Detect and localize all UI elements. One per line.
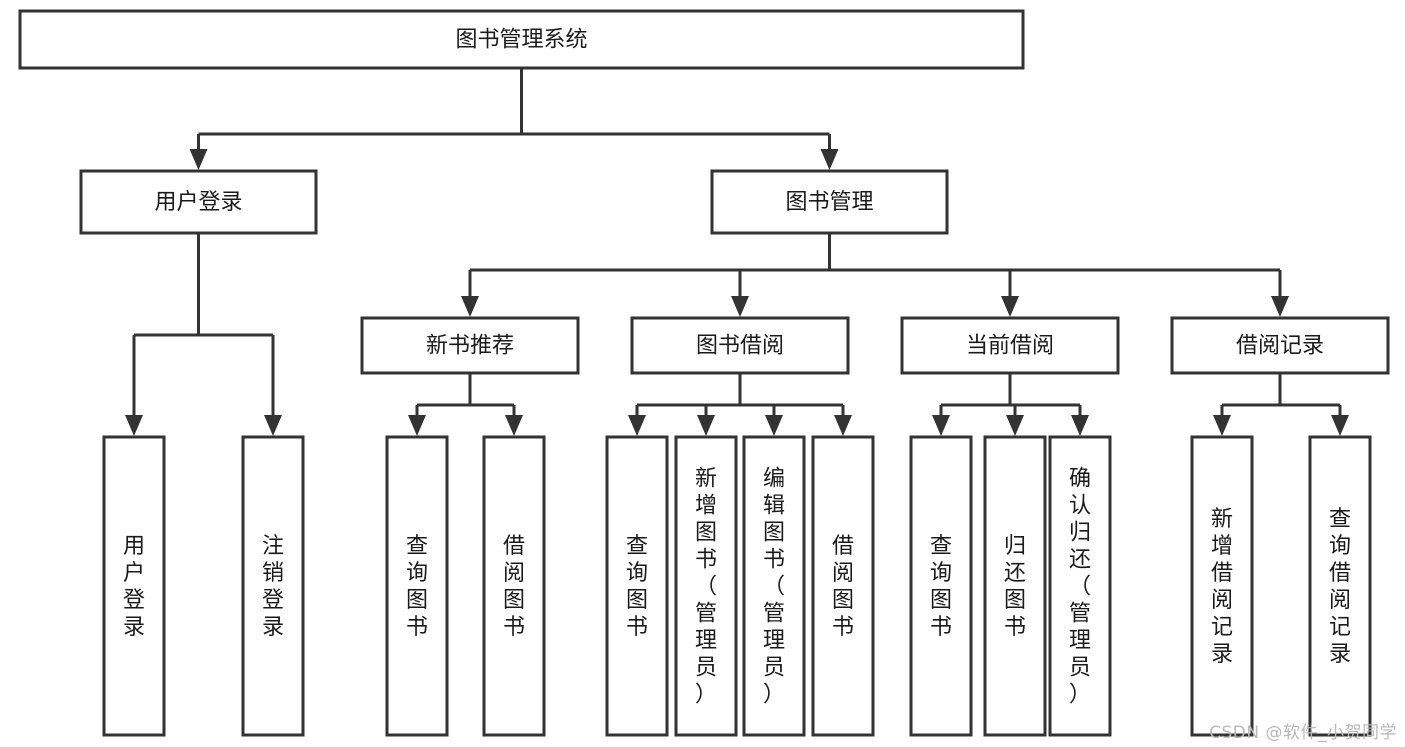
node-box bbox=[385, 435, 449, 737]
node-leaf-query-book-2[interactable]: 查询图书 bbox=[605, 435, 669, 737]
node-box bbox=[102, 435, 166, 737]
node-box bbox=[1190, 435, 1254, 737]
node-box bbox=[79, 169, 318, 235]
arrowhead-icon bbox=[461, 296, 479, 317]
arrowhead-icon bbox=[731, 296, 749, 317]
node-box bbox=[909, 435, 973, 737]
arrowhead-icon bbox=[834, 415, 852, 436]
node-box bbox=[482, 435, 546, 737]
node-label: 查询图书 bbox=[406, 534, 428, 640]
arrowhead-icon bbox=[1331, 415, 1349, 436]
node-label: 注销登录 bbox=[262, 534, 284, 640]
edges-layer bbox=[125, 68, 1349, 436]
arrowhead-icon bbox=[697, 415, 715, 436]
node-box bbox=[811, 435, 875, 737]
node-current[interactable]: 当前借阅 bbox=[900, 316, 1120, 375]
node-root[interactable]: 图书管理系统 bbox=[18, 9, 1025, 70]
node-label: 编辑图书（管理员） bbox=[763, 467, 785, 708]
node-leaf-user-logout[interactable]: 注销登录 bbox=[241, 435, 305, 737]
watermark-text: CSDN @软件_小贺同学 bbox=[1209, 723, 1397, 743]
nodes-layer: 图书管理系统用户登录图书管理新书推荐图书借阅当前借阅借阅记录用户登录注销登录查询… bbox=[18, 9, 1390, 737]
node-leaf-query-record[interactable]: 查询借阅记录 bbox=[1308, 435, 1372, 737]
node-label: 用户登录 bbox=[123, 534, 145, 640]
node-box bbox=[605, 435, 669, 737]
arrowhead-icon bbox=[765, 415, 783, 436]
node-box bbox=[360, 316, 580, 375]
arrowhead-icon bbox=[628, 415, 646, 436]
node-label: 当前借阅 bbox=[966, 334, 1054, 359]
arrowhead-icon bbox=[1071, 415, 1089, 436]
arrowhead-icon bbox=[408, 415, 426, 436]
node-box bbox=[1308, 435, 1372, 737]
arrowhead-icon bbox=[932, 415, 950, 436]
node-leaf-add-book[interactable]: 新增图书（管理员） bbox=[674, 435, 738, 737]
node-leaf-return-book[interactable]: 归还图书 bbox=[983, 435, 1047, 737]
node-label: 用户登录 bbox=[154, 190, 242, 215]
node-box bbox=[900, 316, 1120, 375]
arrowhead-icon bbox=[189, 149, 208, 170]
node-leaf-add-record[interactable]: 新增借阅记录 bbox=[1190, 435, 1254, 737]
node-leaf-query-book-3[interactable]: 查询图书 bbox=[909, 435, 973, 737]
node-label: 归还图书 bbox=[1004, 534, 1026, 640]
arrowhead-icon bbox=[1271, 296, 1289, 317]
node-label: 借阅图书 bbox=[503, 534, 525, 640]
arrowhead-icon bbox=[1006, 415, 1024, 436]
node-leaf-borrow-book-1[interactable]: 借阅图书 bbox=[482, 435, 546, 737]
node-login[interactable]: 用户登录 bbox=[79, 169, 318, 235]
node-label: 新增借阅记录 bbox=[1211, 507, 1233, 667]
node-leaf-edit-book[interactable]: 编辑图书（管理员） bbox=[742, 435, 806, 737]
node-label: 查询图书 bbox=[626, 534, 648, 640]
node-bookmgmt[interactable]: 图书管理 bbox=[710, 169, 949, 235]
node-box bbox=[1048, 435, 1112, 737]
node-box bbox=[674, 435, 738, 737]
node-label: 查询图书 bbox=[930, 534, 952, 640]
node-label: 查询借阅记录 bbox=[1329, 507, 1351, 667]
arrowhead-icon bbox=[1213, 415, 1231, 436]
node-label: 确认归还（管理员） bbox=[1069, 467, 1091, 708]
node-leaf-query-book-1[interactable]: 查询图书 bbox=[385, 435, 449, 737]
arrowhead-icon bbox=[505, 415, 523, 436]
node-borrow[interactable]: 图书借阅 bbox=[630, 316, 850, 375]
node-box bbox=[983, 435, 1047, 737]
node-box bbox=[18, 9, 1025, 70]
arrowhead-icon bbox=[1001, 296, 1019, 317]
node-label: 新增图书（管理员） bbox=[695, 467, 717, 708]
node-label: 借阅图书 bbox=[832, 534, 854, 640]
node-label: 新书推荐 bbox=[426, 334, 514, 359]
node-label: 借阅记录 bbox=[1236, 334, 1324, 359]
node-label: 图书管理 bbox=[785, 190, 873, 215]
arrowhead-icon bbox=[820, 149, 839, 170]
node-leaf-confirm-return[interactable]: 确认归还（管理员） bbox=[1048, 435, 1112, 737]
node-box bbox=[710, 169, 949, 235]
node-leaf-user-login[interactable]: 用户登录 bbox=[102, 435, 166, 737]
node-box bbox=[241, 435, 305, 737]
node-leaf-borrow-book-2[interactable]: 借阅图书 bbox=[811, 435, 875, 737]
node-label: 图书管理系统 bbox=[455, 28, 587, 53]
arrowhead-icon bbox=[125, 415, 143, 436]
node-box bbox=[742, 435, 806, 737]
node-box bbox=[630, 316, 850, 375]
node-newbook[interactable]: 新书推荐 bbox=[360, 316, 580, 375]
arrowhead-icon bbox=[264, 415, 282, 436]
node-record[interactable]: 借阅记录 bbox=[1170, 316, 1390, 375]
node-label: 图书借阅 bbox=[696, 334, 784, 359]
node-box bbox=[1170, 316, 1390, 375]
